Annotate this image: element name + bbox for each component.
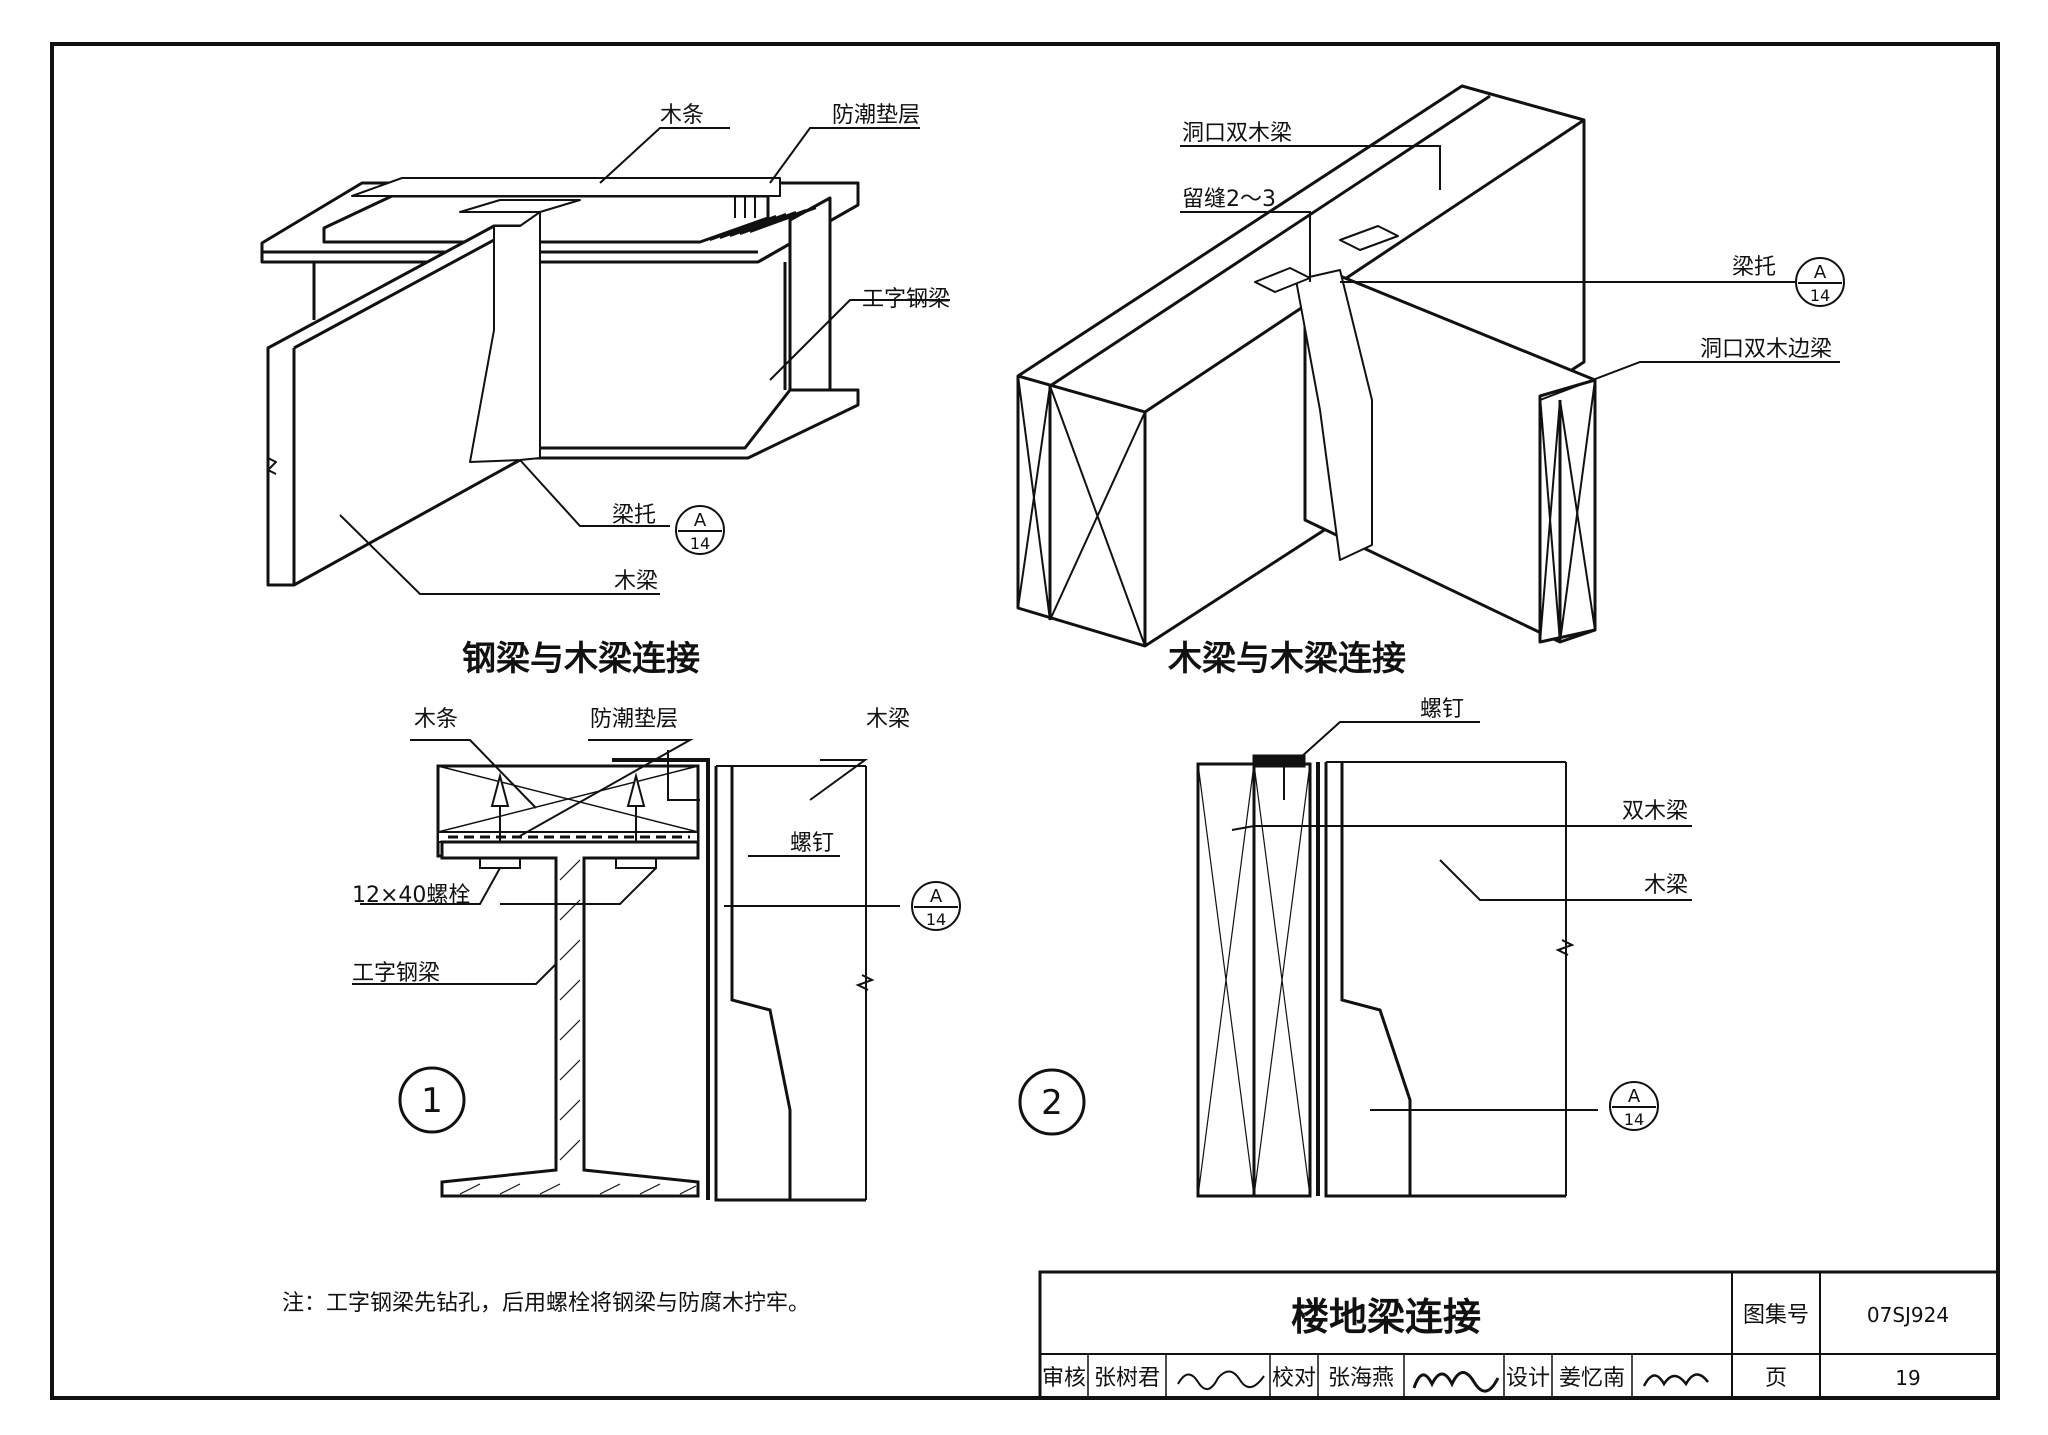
- d1-ref-letter: A: [930, 886, 943, 907]
- checker-signature: [1412, 1371, 1500, 1393]
- page-label: 页: [1765, 1366, 1787, 1391]
- review-label: 审核: [1042, 1366, 1086, 1391]
- detail2-leaders: [1231, 721, 1692, 1111]
- detail2-number: 2: [1018, 1068, 1086, 1136]
- d2-ref-sheet: 14: [1624, 1110, 1644, 1129]
- d2-number-text: 2: [1041, 1083, 1063, 1123]
- atlas-number: 07SJ924: [1867, 1303, 1949, 1327]
- figure1-title: 钢梁与木梁连接: [462, 639, 700, 679]
- d1-label-i-beam: 工字钢梁: [352, 961, 440, 986]
- title-block: [1038, 1270, 2000, 1400]
- d1-label-wood-beam: 木梁: [866, 707, 910, 732]
- designer-signature: [1642, 1373, 1709, 1387]
- d2-label-wood-beam: 木梁: [1644, 873, 1688, 898]
- reviewer-signature: [1177, 1370, 1265, 1390]
- fig1-label-purlin: 木条: [660, 103, 704, 128]
- designer-name: 姜忆南: [1559, 1366, 1625, 1391]
- d2-reference-symbol: A 14: [1609, 1081, 1659, 1131]
- sheet-title: 楼地梁连接: [1291, 1295, 1481, 1339]
- checker-name: 张海燕: [1328, 1366, 1394, 1391]
- detail1-leaders: [352, 739, 900, 985]
- d1-label-bolt: 12×40螺栓: [352, 883, 470, 908]
- fig2-ref-letter: A: [1814, 262, 1827, 283]
- figure1-isometric: [260, 177, 860, 587]
- fig2-label-gap: 留缝2～3: [1182, 187, 1276, 212]
- d2-label-nail: 螺钉: [1420, 697, 1464, 722]
- d1-label-nail: 螺钉: [790, 831, 834, 856]
- fig1-ref-letter: A: [694, 510, 707, 531]
- fig1-ref-sheet: 14: [690, 534, 710, 553]
- fig1-label-i-beam: 工字钢梁: [862, 287, 950, 312]
- sheet-border: [50, 42, 2000, 1400]
- figure1-leaders: [339, 127, 950, 595]
- reviewer-name: 张树君: [1094, 1366, 1160, 1391]
- d1-reference-symbol: A 14: [911, 881, 961, 931]
- figure2-leaders: [1180, 145, 1840, 401]
- d2-label-double-beam: 双木梁: [1622, 799, 1688, 824]
- detail1-number: 1: [398, 1066, 466, 1134]
- fig2-label-hanger: 梁托: [1732, 255, 1776, 280]
- fig2-ref-sheet: 14: [1810, 286, 1830, 305]
- check-label: 校对: [1272, 1366, 1316, 1391]
- d1-number-text: 1: [421, 1081, 443, 1121]
- fig2-label-double-edge-beam: 洞口双木边梁: [1700, 337, 1832, 362]
- general-note: 注：工字钢梁先钻孔，后用螺栓将钢梁与防腐木拧牢。: [282, 1291, 810, 1316]
- fig1-label-hanger: 梁托: [612, 503, 656, 528]
- d2-ref-letter: A: [1628, 1086, 1641, 1107]
- fig1-reference-symbol: A 14: [675, 505, 725, 555]
- page-number: 19: [1895, 1366, 1920, 1390]
- d1-label-moisture-pad: 防潮垫层: [590, 707, 678, 732]
- figure2-isometric: [1016, 84, 1597, 648]
- d1-ref-sheet: 14: [926, 910, 946, 929]
- fig2-reference-symbol: A 14: [1795, 257, 1845, 307]
- detail1-section: [436, 750, 875, 1202]
- detail2-section: [1196, 754, 1575, 1198]
- fig1-label-moisture-pad: 防潮垫层: [832, 103, 920, 128]
- fig1-label-wood-beam: 木梁: [614, 569, 658, 594]
- figure2-title: 木梁与木梁连接: [1167, 639, 1406, 679]
- design-label: 设计: [1506, 1366, 1550, 1391]
- atlas-number-label: 图集号: [1743, 1303, 1809, 1328]
- d1-label-purlin: 木条: [414, 707, 458, 732]
- fig2-label-double-beam: 洞口双木梁: [1182, 121, 1292, 146]
